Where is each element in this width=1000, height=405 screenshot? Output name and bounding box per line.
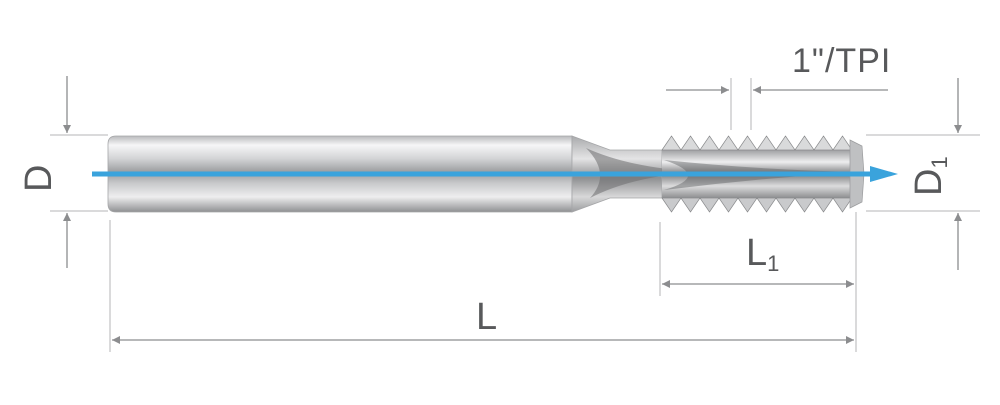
thread-length-label: L1 bbox=[746, 232, 780, 276]
overall-length-label: L bbox=[476, 296, 498, 338]
extension-lines bbox=[50, 78, 980, 352]
thread-diameter-label: D1 bbox=[908, 156, 952, 196]
pitch-label: 1"/TPI bbox=[792, 42, 892, 80]
tool-body bbox=[107, 135, 865, 213]
thread-teeth bbox=[661, 135, 853, 213]
arrowhead-icon bbox=[870, 166, 898, 182]
tool-axis bbox=[92, 166, 898, 182]
shank-diameter-label: D bbox=[18, 164, 60, 192]
